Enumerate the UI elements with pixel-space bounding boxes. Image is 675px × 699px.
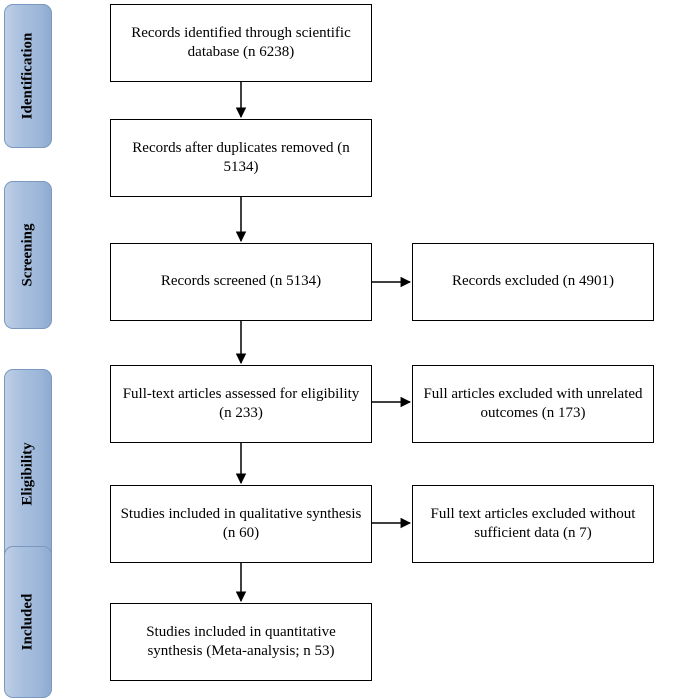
phase-identification: Identification <box>4 4 52 148</box>
phase-included: Included <box>4 546 52 698</box>
box-insufficient-data: Full text articles excluded without suff… <box>412 485 654 563</box>
phase-screening: Screening <box>4 181 52 329</box>
box-fulltext-excluded: Full articles excluded with unrelated ou… <box>412 365 654 443</box>
box-fulltext-assessed: Full-text articles assessed for eligibil… <box>110 365 372 443</box>
box-records-excluded: Records excluded (n 4901) <box>412 243 654 321</box>
box-records-screened: Records screened (n 5134) <box>110 243 372 321</box>
box-records-after-duplicates: Records after duplicates removed (n 5134… <box>110 119 372 197</box>
box-records-identified: Records identified through scientific da… <box>110 4 372 82</box>
box-quantitative-synthesis: Studies included in quantitative synthes… <box>110 603 372 681</box>
box-qualitative-synthesis: Studies included in qualitative synthesi… <box>110 485 372 563</box>
